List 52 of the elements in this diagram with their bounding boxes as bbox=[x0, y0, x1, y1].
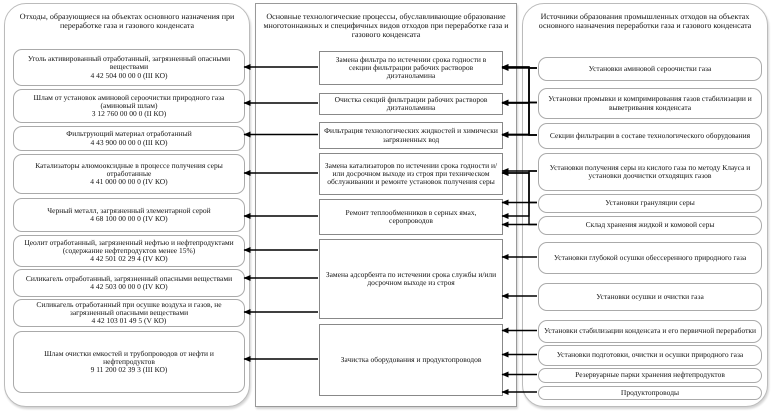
panel-heading: Источники образования промышленных отходов на объектах основного назначения переработки газа и газового конденсата bbox=[538, 12, 752, 30]
arrow bbox=[502, 200, 537, 206]
source-box bbox=[538, 320, 762, 343]
arrow bbox=[502, 254, 537, 260]
waste-box bbox=[13, 89, 245, 123]
waste-box bbox=[13, 269, 245, 297]
arrow bbox=[244, 170, 318, 176]
arrow bbox=[502, 389, 537, 395]
waste-box bbox=[13, 331, 245, 393]
source-box bbox=[538, 216, 762, 235]
source-box bbox=[538, 194, 762, 213]
arrow bbox=[244, 356, 318, 362]
column-panel bbox=[255, 3, 517, 407]
process-box bbox=[319, 93, 503, 115]
source-box bbox=[538, 283, 762, 311]
arrow bbox=[244, 100, 318, 106]
waste-box bbox=[13, 126, 245, 151]
arrow bbox=[244, 309, 318, 315]
process-box bbox=[319, 51, 503, 85]
arrow bbox=[502, 222, 537, 228]
column-panel bbox=[4, 3, 250, 407]
arrow bbox=[244, 247, 318, 253]
source-box bbox=[538, 368, 762, 383]
panel-heading: Основные технологические процессы, обуславливающие образование многотоннажных и специфичных видов отходов при переработке газа и газового конденсата bbox=[262, 12, 510, 40]
source-box bbox=[538, 123, 762, 149]
process-box bbox=[319, 324, 503, 396]
waste-box bbox=[13, 299, 245, 327]
waste-box bbox=[13, 235, 245, 267]
process-box bbox=[319, 199, 503, 235]
arrow bbox=[502, 352, 537, 358]
waste-box bbox=[13, 49, 245, 86]
arrow bbox=[244, 132, 318, 138]
arrow bbox=[502, 293, 537, 299]
waste-box bbox=[13, 198, 245, 232]
arrow bbox=[502, 132, 537, 138]
arrow bbox=[244, 275, 318, 281]
source-box bbox=[538, 386, 762, 400]
arrow bbox=[244, 213, 318, 219]
source-box bbox=[538, 57, 762, 81]
panel-heading: Отходы, образующиеся на объектах основного назначения при переработке газа и газового конденсата bbox=[18, 12, 236, 30]
column-panel bbox=[522, 3, 768, 407]
process-box bbox=[319, 122, 503, 149]
source-box bbox=[538, 88, 762, 119]
process-box bbox=[319, 239, 503, 319]
source-box bbox=[538, 153, 762, 191]
arrow bbox=[502, 328, 537, 334]
arrow bbox=[502, 372, 537, 378]
process-box bbox=[319, 153, 503, 195]
source-box bbox=[538, 345, 762, 366]
arrow bbox=[244, 64, 318, 70]
source-box bbox=[538, 242, 762, 274]
waste-box bbox=[13, 154, 245, 194]
